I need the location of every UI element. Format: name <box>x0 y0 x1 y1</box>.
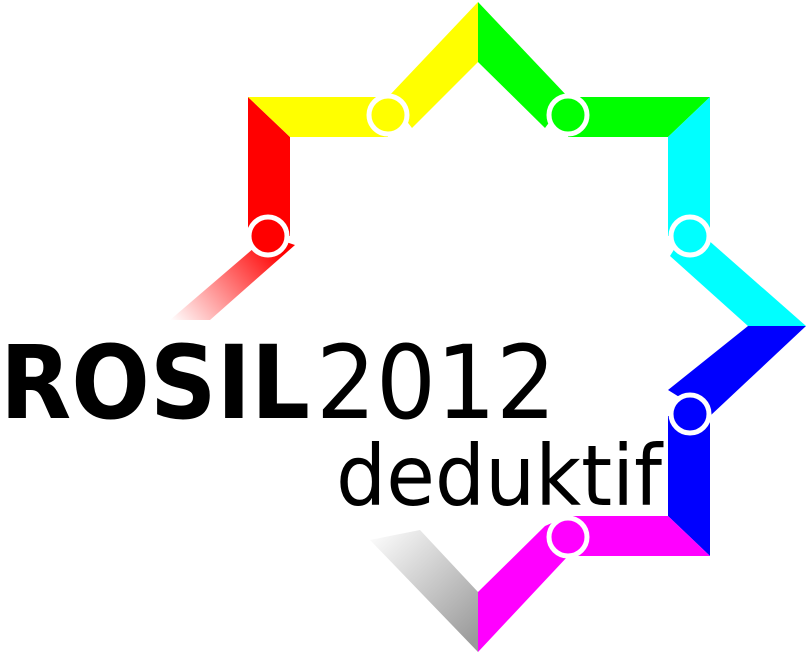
connector-circle-blue <box>668 392 712 436</box>
connector-circle-yellow <box>366 93 410 137</box>
connector-circles <box>246 93 712 559</box>
connector-circle-magenta <box>546 515 590 559</box>
connector-circle-red <box>246 214 290 258</box>
logo-subtitle: deduktif <box>336 427 664 525</box>
star-segment-red <box>170 97 295 320</box>
connector-circle-green <box>546 93 590 137</box>
star-segment-yellow <box>248 2 478 137</box>
star-segment-gray <box>370 530 478 652</box>
connector-circle-cyan <box>668 214 712 258</box>
logo-name-bold: ROSIL <box>0 324 310 443</box>
star-segment-cyan <box>668 97 806 326</box>
star-segment-green <box>478 2 710 137</box>
logo-year: 2012 <box>316 324 556 443</box>
star-segment-magenta <box>478 516 710 652</box>
star-segment-blue <box>668 326 806 556</box>
